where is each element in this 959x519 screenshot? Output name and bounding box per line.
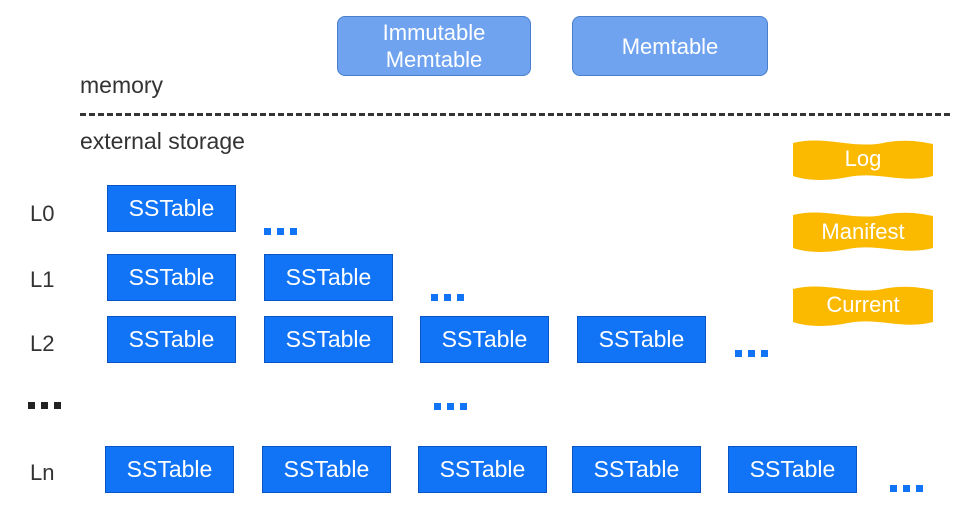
sstable-l2-3: SSTable: [420, 316, 549, 363]
sstable-l2-2: SSTable: [264, 316, 393, 363]
level-label-ln: Ln: [30, 460, 55, 485]
current-file-shape: [793, 286, 933, 326]
ellipsis-levels-icon: [28, 402, 61, 409]
immutable-memtable-label: Immutable Memtable: [382, 20, 486, 72]
log-label: Log: [844, 146, 882, 171]
level-label-l1: L1: [30, 267, 55, 292]
immutable-memtable-box: Immutable Memtable: [337, 16, 531, 76]
sstable-ln-5: SSTable: [728, 446, 857, 493]
ellipsis-l2-icon: [735, 350, 768, 357]
sstable-ln-2: SSTable: [262, 446, 391, 493]
ellipsis-middle-icon: [434, 403, 467, 410]
sstable-l0-1: SSTable: [107, 185, 236, 232]
memory-storage-divider: [80, 113, 950, 116]
memtable-box: Memtable: [572, 16, 768, 76]
ellipsis-l1-icon: [431, 294, 464, 301]
current-label: Current: [826, 292, 900, 317]
memtable-label: Memtable: [621, 33, 719, 59]
memory-label: memory: [80, 72, 164, 98]
level-label-l0: L0: [30, 201, 55, 226]
sstable-ln-1: SSTable: [105, 446, 234, 493]
manifest-file-shape: [793, 212, 933, 252]
sstable-l2-1: SSTable: [107, 316, 236, 363]
sstable-l1-1: SSTable: [107, 254, 236, 301]
sstable-l1-2: SSTable: [264, 254, 393, 301]
sstable-l2-4: SSTable: [577, 316, 706, 363]
sstable-ln-3: SSTable: [418, 446, 547, 493]
ellipsis-l0-icon: [264, 228, 297, 235]
log-file-shape: [793, 140, 933, 180]
ellipsis-ln-icon: [890, 485, 923, 492]
sstable-ln-4: SSTable: [572, 446, 701, 493]
external-storage-label: external storage: [80, 128, 245, 154]
level-label-l2: L2: [30, 331, 55, 356]
manifest-label: Manifest: [821, 219, 905, 244]
